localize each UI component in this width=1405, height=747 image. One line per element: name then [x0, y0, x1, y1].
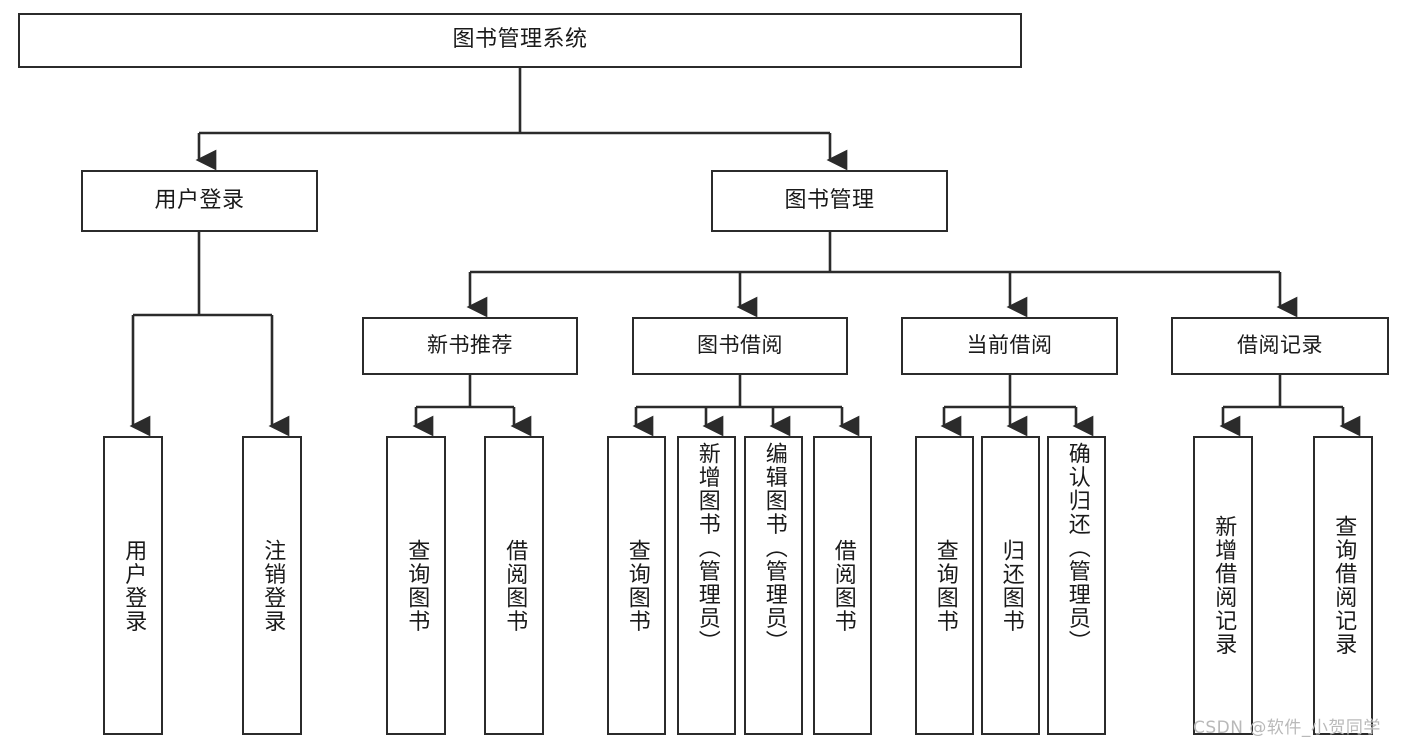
leaf-user-login[interactable]: 用户登录 — [103, 436, 163, 735]
leaf-borrow-book[interactable]: 借阅图书 — [813, 436, 872, 735]
leaf-query-book-rec[interactable]: 查询图书 — [386, 436, 446, 735]
leaf-add-borrow-record[interactable]: 新增借阅记录 — [1193, 436, 1253, 735]
node-label: 编辑图书（管理员） — [761, 442, 787, 654]
leaf-return-book[interactable]: 归还图书 — [981, 436, 1040, 735]
leaf-logout[interactable]: 注销登录 — [242, 436, 302, 735]
leaf-add-book-admin[interactable]: 新增图书（管理员） — [677, 436, 736, 735]
csdn-watermark: CSDN @软件_小贺同学 — [1193, 718, 1381, 738]
node-borrow-record[interactable]: 借阅记录 — [1171, 317, 1389, 375]
node-label: 查询图书 — [932, 538, 958, 633]
node-label: 图书借阅 — [697, 333, 783, 358]
node-label: 图书管理 — [784, 187, 875, 213]
node-label: 新增借阅记录 — [1211, 515, 1237, 656]
node-label: 注销登录 — [260, 538, 286, 633]
node-current-borrow[interactable]: 当前借阅 — [901, 317, 1118, 375]
node-user-login[interactable]: 用户登录 — [81, 170, 318, 232]
node-label: 借阅图书 — [830, 538, 856, 633]
node-book-borrow[interactable]: 图书借阅 — [632, 317, 848, 375]
node-label: 新书推荐 — [427, 333, 513, 358]
leaf-query-borrow-record[interactable]: 查询借阅记录 — [1313, 436, 1373, 735]
node-book-management[interactable]: 图书管理 — [711, 170, 948, 232]
node-root-system[interactable]: 图书管理系统 — [18, 13, 1022, 68]
node-label: 确认归还（管理员） — [1064, 442, 1090, 654]
node-label: 新增图书（管理员） — [694, 442, 720, 654]
node-label: 用户登录 — [121, 538, 147, 633]
leaf-borrow-book-rec[interactable]: 借阅图书 — [484, 436, 544, 735]
node-label: 借阅图书 — [502, 538, 528, 633]
leaf-query-book-borrow[interactable]: 查询图书 — [607, 436, 666, 735]
node-label: 归还图书 — [998, 538, 1024, 633]
leaf-confirm-return-admin[interactable]: 确认归还（管理员） — [1047, 436, 1106, 735]
node-label: 图书管理系统 — [452, 27, 588, 53]
node-label: 当前借阅 — [966, 333, 1053, 358]
node-label: 查询借阅记录 — [1331, 515, 1357, 656]
leaf-query-book-current[interactable]: 查询图书 — [915, 436, 974, 735]
node-label: 借阅记录 — [1237, 333, 1323, 358]
leaf-edit-book-admin[interactable]: 编辑图书（管理员） — [744, 436, 803, 735]
node-label: 查询图书 — [624, 538, 650, 633]
node-label: 用户登录 — [154, 187, 245, 213]
node-new-book-recommend[interactable]: 新书推荐 — [362, 317, 578, 375]
node-label: 查询图书 — [404, 538, 430, 633]
